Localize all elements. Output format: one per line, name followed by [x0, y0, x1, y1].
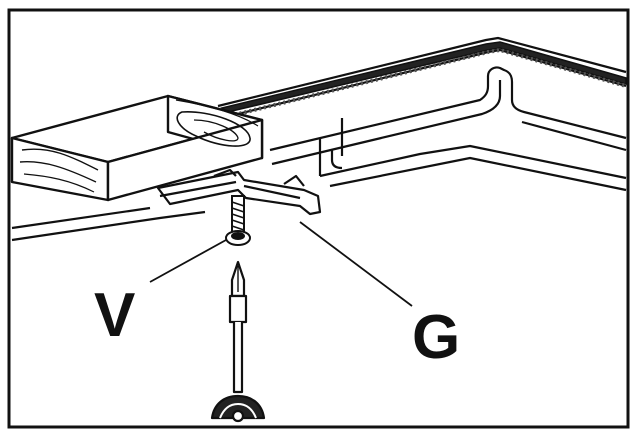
wooden-panel: [10, 94, 264, 202]
screw: [225, 195, 251, 246]
label-clip: G: [412, 303, 460, 372]
screwdriver: [210, 260, 266, 423]
gasket-seal: [220, 41, 627, 118]
image-border: [7, 8, 630, 429]
oven-frame: [11, 36, 627, 242]
mounting-clip: [156, 168, 322, 216]
leader-line-screw: [149, 239, 227, 283]
leader-line-clip: [299, 221, 413, 307]
label-screw: V: [94, 281, 135, 350]
leader-lines: [149, 221, 413, 307]
